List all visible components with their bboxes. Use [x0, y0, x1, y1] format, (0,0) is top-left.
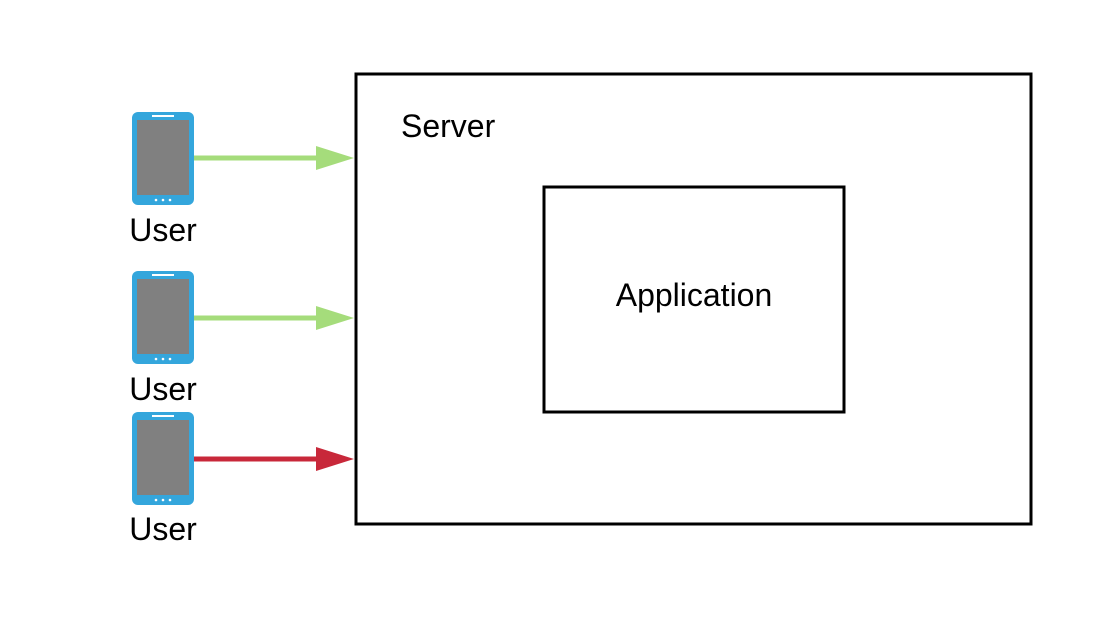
- application-label: Application: [616, 277, 773, 313]
- arrow-right-icon: [194, 447, 354, 471]
- user-label: User: [129, 511, 197, 547]
- user-node-3: User: [129, 412, 354, 547]
- server-box: Server: [354, 72, 1033, 526]
- mobile-phone-icon: [132, 112, 194, 205]
- user-node-2: User: [129, 271, 354, 407]
- user-node-1: User: [129, 112, 354, 248]
- server-label: Server: [401, 108, 496, 144]
- mobile-phone-icon: [132, 271, 194, 364]
- application-box-frame: [542, 185, 846, 414]
- server-box-frame: [354, 72, 1033, 526]
- arrow-right-icon: [194, 146, 354, 170]
- application-box: Application: [542, 185, 846, 414]
- user-label: User: [129, 371, 197, 407]
- user-label: User: [129, 212, 197, 248]
- mobile-phone-icon: [132, 412, 194, 505]
- arrow-right-icon: [194, 306, 354, 330]
